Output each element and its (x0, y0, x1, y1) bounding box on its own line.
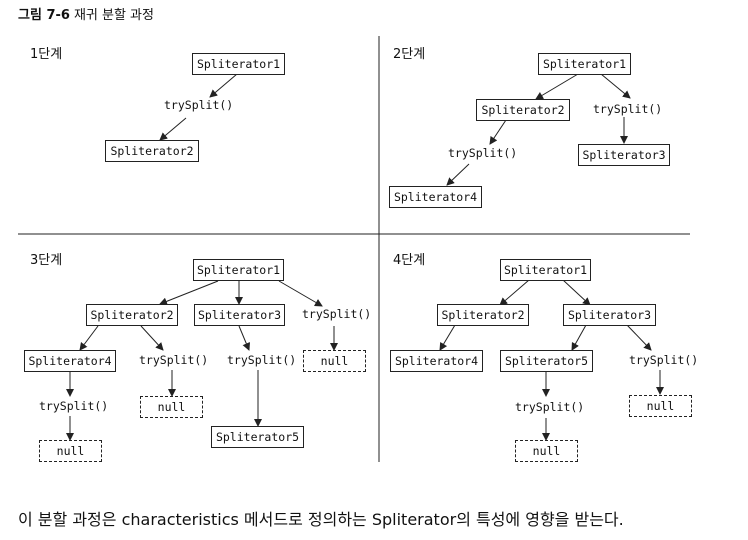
s4-spliterator4: Spliterator4 (390, 350, 483, 372)
stage-2-label: 2단계 (393, 47, 426, 62)
s3-null-left: null (39, 440, 102, 462)
s4-trysplit-right: trySplit() (629, 353, 699, 367)
s2-trysplit-left: trySplit() (448, 146, 518, 160)
s2-spliterator1: Spliterator1 (538, 53, 631, 75)
footer-text: 이 분할 과정은 characteristics 메서드로 정의하는 Split… (18, 510, 624, 529)
s2-trysplit-right: trySplit() (593, 102, 663, 116)
s1-spliterator1: Spliterator1 (192, 53, 285, 75)
s3-spliterator5: Spliterator5 (211, 426, 304, 448)
s3-null-right: null (303, 350, 366, 372)
s1-trysplit: trySplit() (164, 98, 234, 112)
figure-title: 재귀 분할 과정 (73, 8, 154, 23)
s4-spliterator5: Spliterator5 (500, 350, 593, 372)
s4-null-mid: null (515, 440, 578, 462)
s3-spliterator3: Spliterator3 (194, 304, 285, 326)
s4-trysplit-mid: trySplit() (515, 400, 585, 414)
s3-trysplit-b: trySplit() (139, 353, 209, 367)
stage-1-label: 1단계 (30, 47, 63, 62)
s2-spliterator3: Spliterator3 (578, 144, 670, 166)
stage-4-label: 4단계 (393, 253, 426, 268)
s4-spliterator2: Spliterator2 (437, 304, 529, 326)
s3-null-mid: null (140, 396, 203, 418)
s1-spliterator2: Spliterator2 (105, 140, 199, 162)
s2-spliterator4: Spliterator4 (389, 186, 482, 208)
figure-number: 그림 7-6 (18, 8, 70, 23)
stage-3-label: 3단계 (30, 253, 63, 268)
s3-trysplit-c: trySplit() (227, 353, 297, 367)
s3-trysplit-a: trySplit() (302, 307, 372, 321)
s3-spliterator2: Spliterator2 (86, 304, 178, 326)
s3-trysplit-d: trySplit() (39, 399, 109, 413)
s3-spliterator1: Spliterator1 (193, 259, 284, 281)
s2-spliterator2: Spliterator2 (476, 99, 570, 121)
s4-spliterator1: Spliterator1 (500, 259, 591, 281)
s4-null-right: null (629, 395, 692, 417)
s4-spliterator3: Spliterator3 (563, 304, 656, 326)
s3-spliterator4: Spliterator4 (24, 350, 116, 372)
